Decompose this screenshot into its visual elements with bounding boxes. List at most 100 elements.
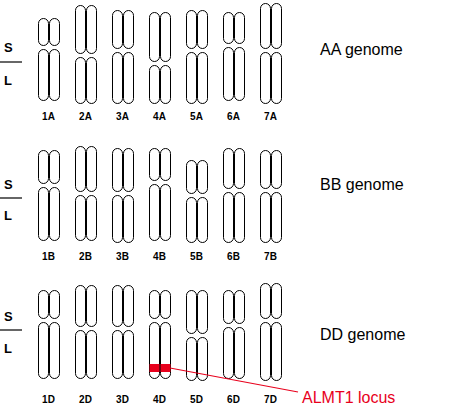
short-arm [150,149,160,181]
chromosome-name: 4D [153,395,166,405]
long-arm [224,193,234,243]
short-arm [124,149,134,192]
long-arm [198,198,208,243]
chromosome-name: 3B [116,252,129,262]
long-arm [150,185,160,241]
long-arm [124,196,134,243]
long-arm [235,48,245,101]
chromosome-name: 6A [227,112,240,122]
long-arm [87,331,97,379]
short-arm [235,291,245,324]
short-arm [39,151,49,184]
long-arm [187,53,197,104]
locus-label: ALMT1 locus [302,390,395,406]
short-arm [261,284,271,319]
arm-label: S [4,41,13,54]
long-arm [50,323,60,379]
short-arm [224,13,234,44]
short-arm [113,286,123,327]
arm-divider [0,329,22,330]
long-arm [235,328,245,379]
arm-label: L [4,209,12,222]
short-arm [150,13,160,62]
short-arm [124,11,134,49]
chromosome-name: 3A [116,112,129,122]
chromosome-name: 4B [153,252,166,262]
chromosome-name: 4A [153,112,166,122]
long-arm [235,193,245,243]
long-arm [76,58,86,104]
short-arm [87,286,97,327]
long-arm [272,193,282,243]
long-arm [187,338,197,381]
arm-label: L [4,342,12,355]
long-arm [39,323,49,379]
short-arm [198,291,208,334]
chromosome-name: 2B [79,252,92,262]
long-arm [261,323,271,381]
chromosome-name: 1A [42,112,55,122]
long-arm [272,53,282,104]
arm-divider [0,197,22,198]
short-arm [272,4,282,49]
long-arm [198,53,208,104]
long-arm [161,66,171,104]
short-arm [224,149,234,189]
chromosome-name: 5B [190,252,203,262]
long-arm [113,196,123,243]
short-arm [76,286,86,327]
short-arm [261,4,271,49]
long-arm [224,328,234,379]
long-arm [272,323,282,381]
long-arm [161,185,171,241]
arm-divider [0,61,22,62]
chromosome-name: 7D [264,395,277,405]
arm-label: L [4,74,12,87]
short-arm [161,149,171,181]
long-arm [261,53,271,104]
short-arm [224,291,234,324]
short-arm [235,149,245,189]
short-arm [198,161,208,194]
genome-label: AA genome [320,42,403,58]
locus-band [150,364,160,372]
long-arm [161,323,171,379]
short-arm [113,149,123,192]
short-arm [50,291,60,319]
chromosome-name: 7B [264,252,277,262]
chromosome-name: 1D [42,395,55,405]
short-arm [39,19,49,46]
chromosome-name: 5D [190,395,203,405]
short-arm [161,291,171,319]
short-arm [87,6,97,54]
chromosome-name: 7A [264,112,277,122]
long-arm [76,196,86,241]
short-arm [76,147,86,192]
short-arm [113,11,123,49]
short-arm [124,286,134,327]
short-arm [87,147,97,192]
long-arm [124,53,134,104]
long-arm [113,53,123,104]
long-arm [39,188,49,241]
short-arm [272,151,282,189]
short-arm [39,291,49,319]
genome-label: BB genome [320,177,404,193]
short-arm [261,151,271,189]
leader-line [170,368,298,392]
long-arm [261,193,271,243]
chromosome-name: 2A [79,112,92,122]
chromosome-name: 3D [116,395,129,405]
long-arm [76,331,86,379]
long-arm [39,50,49,101]
arm-label: S [4,310,13,323]
locus-band [161,364,171,372]
genome-label: DD genome [320,327,405,343]
chromosome-name: 5A [190,112,203,122]
long-arm [113,331,123,379]
long-arm [87,196,97,241]
chromosome-name: 6D [227,395,240,405]
arm-label: S [4,178,13,191]
long-arm [87,58,97,104]
